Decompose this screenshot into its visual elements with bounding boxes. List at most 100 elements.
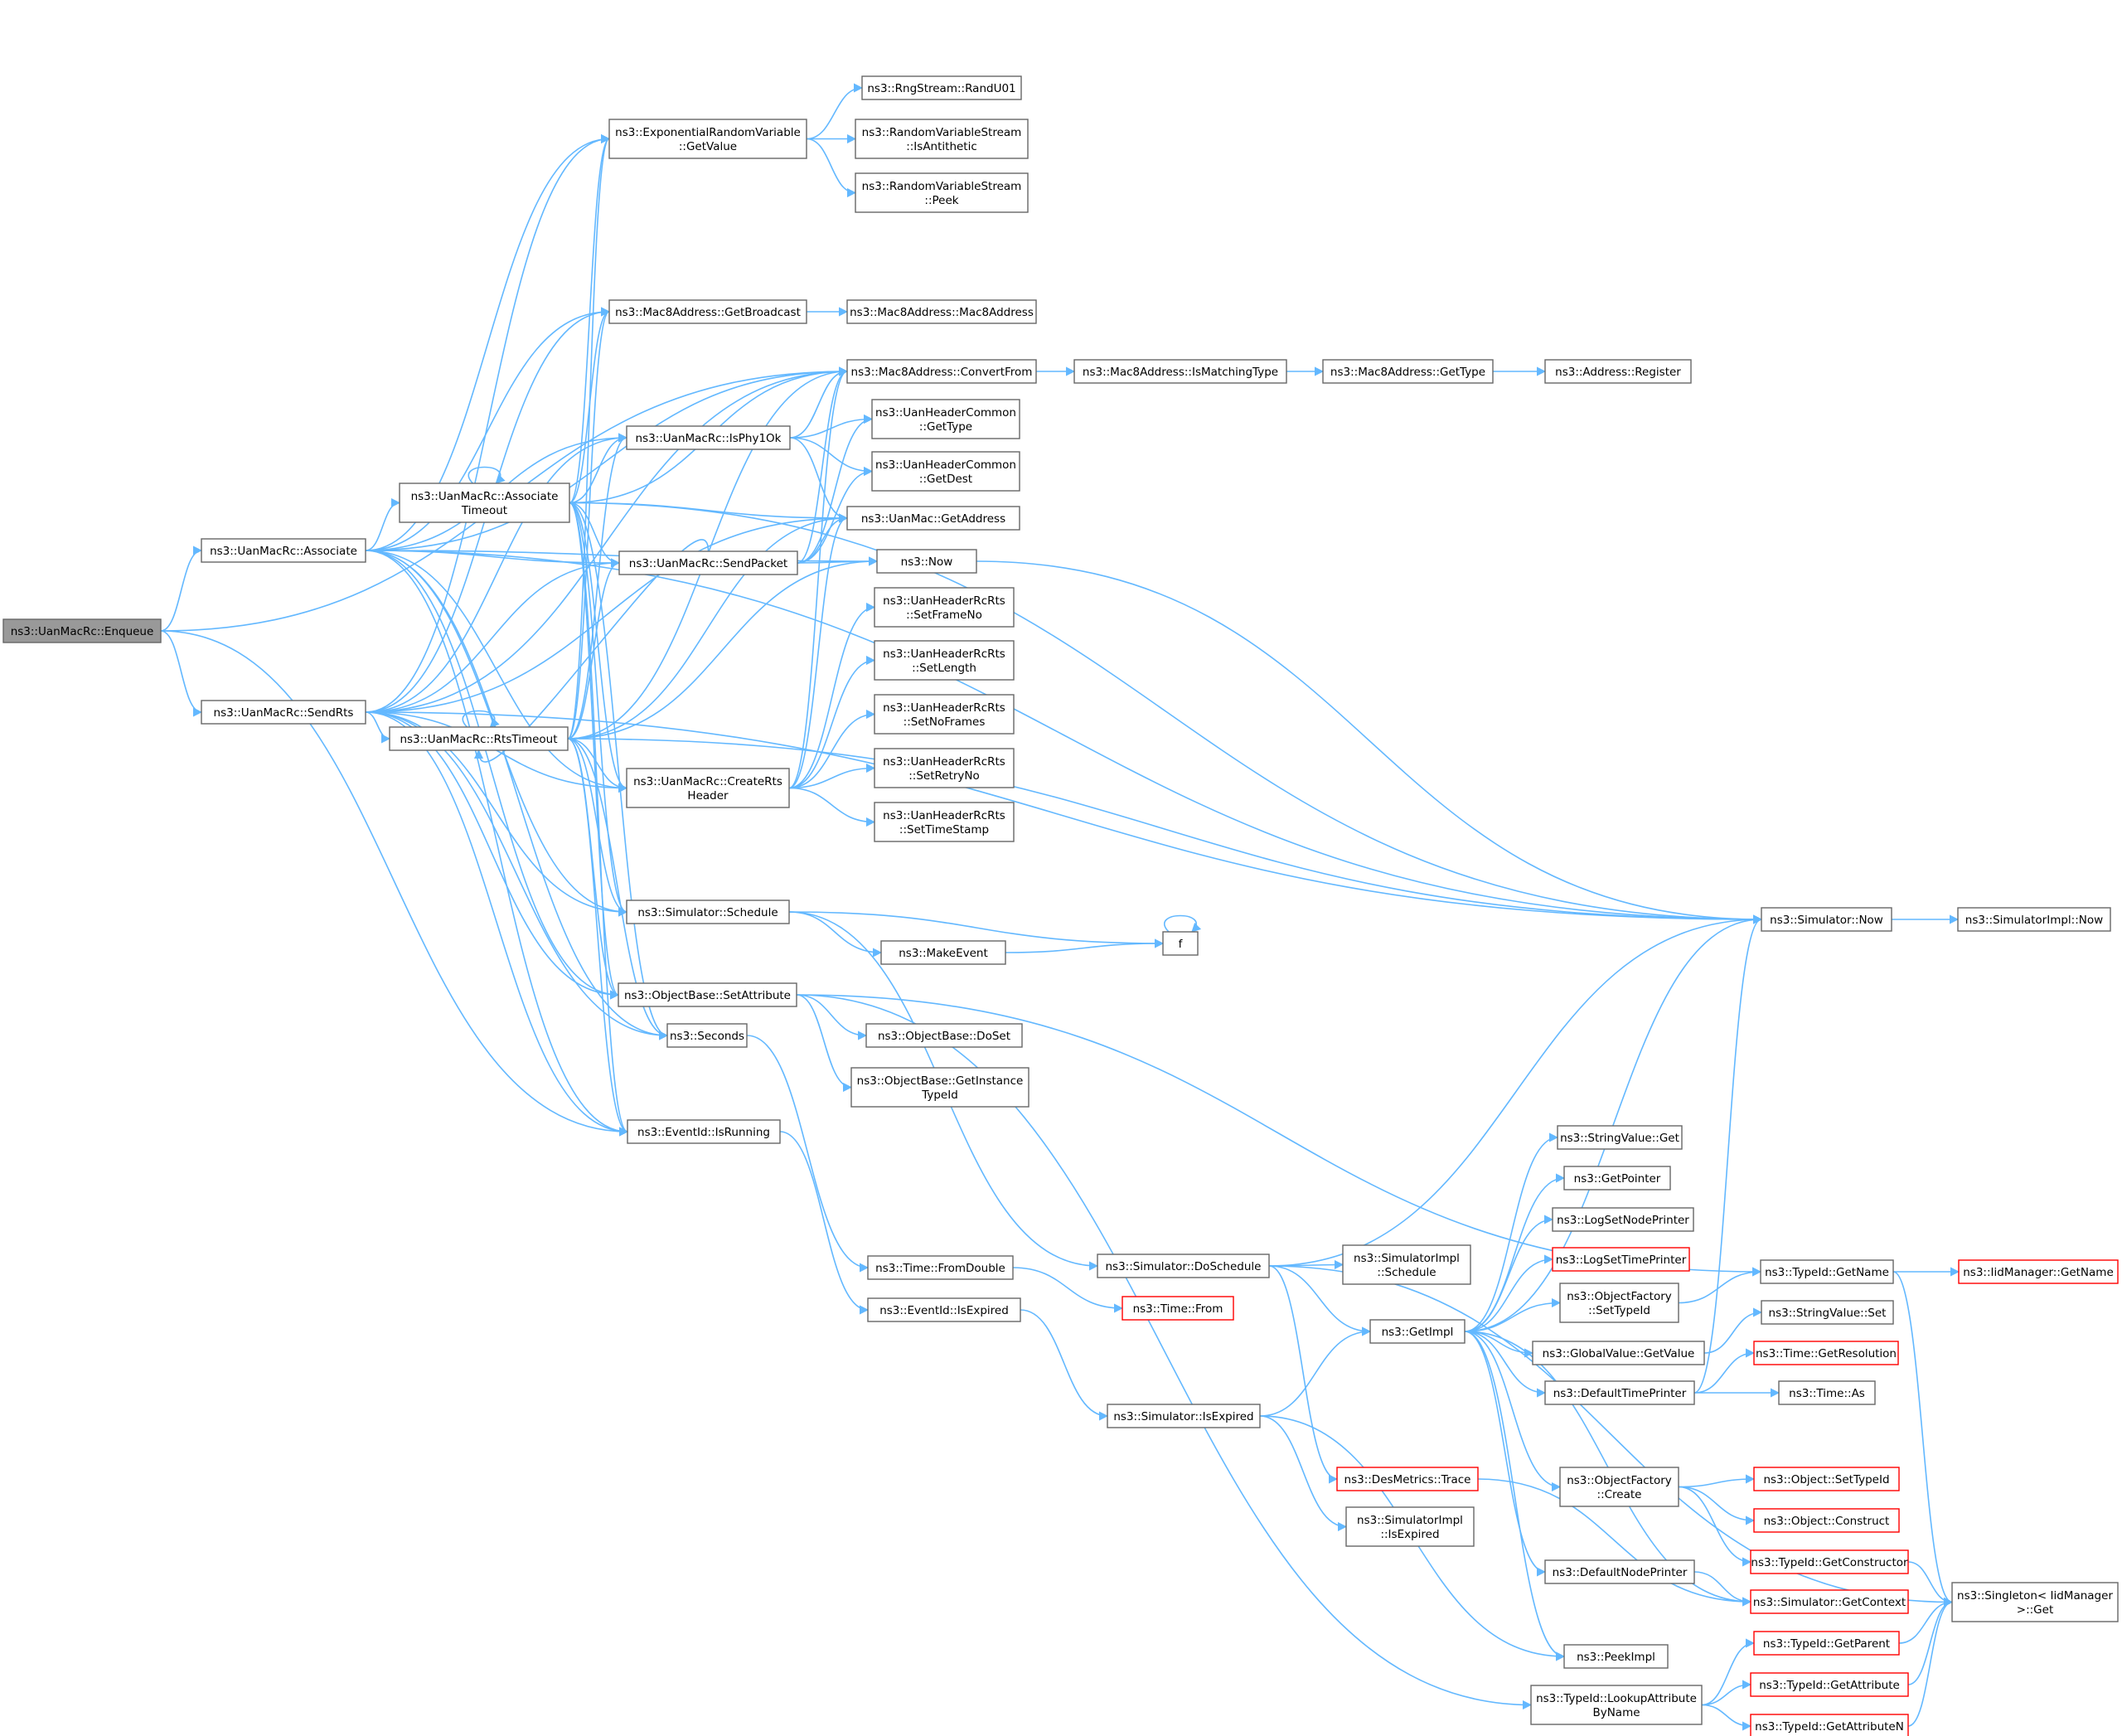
node-logsettimeprinter[interactable]: ns3::LogSetTimePrinter xyxy=(1552,1247,1690,1272)
node-rts-timeout[interactable]: ns3::UanMacRc::RtsTimeout xyxy=(389,726,569,751)
call-edge-setattribute-to-dosset xyxy=(796,994,868,1040)
node-obj-construct[interactable]: ns3::Object::Construct xyxy=(1753,1508,1900,1533)
call-edge-defaulttimeprinter-to-time-getresolution xyxy=(1693,1348,1756,1394)
node-box xyxy=(1107,1404,1261,1428)
node-sim-getcontext[interactable]: ns3::Simulator::GetContext xyxy=(1750,1589,1909,1614)
node-setframeno[interactable]: ns3::UanHeaderRcRts::SetFrameNo xyxy=(874,587,1015,628)
node-stringvalue-get[interactable]: ns3::StringValue::Get xyxy=(1557,1125,1683,1150)
node-hdr-gettype[interactable]: ns3::UanHeaderCommon::GetType xyxy=(871,399,1020,439)
call-edge-sendrts-to-sim-schedule xyxy=(365,711,628,917)
node-sendpacket[interactable]: ns3::UanMacRc::SendPacket xyxy=(618,550,798,575)
call-edge-sendrts-to-uanmac-getaddress xyxy=(365,513,849,713)
node-f[interactable]: f xyxy=(1162,931,1199,956)
node-mac8-convertfrom[interactable]: ns3::Mac8Address::ConvertFrom xyxy=(846,359,1037,384)
node-rvs-peek[interactable]: ns3::RandomVariableStream::Peek xyxy=(855,172,1029,213)
node-time-getresolution[interactable]: ns3::Time::GetResolution xyxy=(1753,1341,1899,1365)
node-getimpl[interactable]: ns3::GetImpl xyxy=(1369,1319,1466,1344)
node-associate[interactable]: ns3::UanMacRc::Associate xyxy=(201,538,366,563)
node-box xyxy=(874,748,1015,788)
node-typeid-getparent[interactable]: ns3::TypeId::GetParent xyxy=(1753,1631,1900,1656)
node-logsetnodeprinter[interactable]: ns3::LogSetNodePrinter xyxy=(1552,1207,1694,1232)
call-edge-associate-to-sim-now xyxy=(365,550,1763,924)
node-defaulttimeprinter[interactable]: ns3::DefaultTimePrinter xyxy=(1544,1380,1695,1405)
call-edge-getimpl-to-of-create xyxy=(1464,1331,1562,1492)
node-stringvalue-set[interactable]: ns3::StringValue::Set xyxy=(1761,1300,1894,1325)
node-label: ns3::RandomVariableStream xyxy=(862,126,1022,139)
node-box xyxy=(850,1067,1030,1108)
node-mac8-getbroadcast[interactable]: ns3::Mac8Address::GetBroadcast xyxy=(608,299,807,324)
node-time-from[interactable]: ns3::Time::From xyxy=(1122,1296,1234,1321)
node-obj-settypeid[interactable]: ns3::Object::SetTypeId xyxy=(1753,1467,1900,1491)
node-dosset[interactable]: ns3::ObjectBase::DoSet xyxy=(865,1023,1023,1048)
node-sim-isexpired[interactable]: ns3::Simulator::IsExpired xyxy=(1107,1404,1261,1428)
node-singleton-get[interactable]: ns3::Singleton< IidManager >::Get xyxy=(1951,1582,2119,1622)
node-desmetrics[interactable]: ns3::DesMetrics::Trace xyxy=(1336,1467,1479,1491)
node-typeid-getattribute[interactable]: ns3::TypeId::GetAttribute xyxy=(1750,1672,1909,1697)
node-box xyxy=(855,172,1029,213)
node-box xyxy=(871,399,1020,439)
node-addr-register[interactable]: ns3::Address::Register xyxy=(1544,359,1692,384)
node-ismatchingtype[interactable]: ns3::Mac8Address::IsMatchingType xyxy=(1073,359,1287,384)
node-simimpl-isexpired[interactable]: ns3::SimulatorImpl::IsExpired xyxy=(1345,1506,1475,1547)
node-box xyxy=(1750,1714,1909,1736)
call-edge-typeid-getname-to-singleton-get xyxy=(1892,1271,1954,1607)
node-exp-getvalue[interactable]: ns3::ExponentialRandomVariable::GetValue xyxy=(608,119,807,159)
node-box xyxy=(1369,1319,1466,1344)
node-label: ns3::DefaultTimePrinter xyxy=(1553,1387,1687,1400)
node-typeid-getattributen[interactable]: ns3::TypeId::GetAttributeN xyxy=(1750,1714,1909,1736)
node-ns3-now[interactable]: ns3::Now xyxy=(876,549,977,574)
node-gv-getvalue[interactable]: ns3::GlobalValue::GetValue xyxy=(1532,1341,1705,1365)
node-sim-schedule[interactable]: ns3::Simulator::Schedule xyxy=(626,900,790,924)
node-hdr-getdest[interactable]: ns3::UanHeaderCommon::GetDest xyxy=(871,451,1020,492)
node-fromdouble[interactable]: ns3::Time::FromDouble xyxy=(867,1255,1014,1280)
node-simimpl-now[interactable]: ns3::SimulatorImpl::Now xyxy=(1957,907,2111,932)
call-edge-associate-to-isrunning xyxy=(365,550,629,1137)
node-mac8-ctor[interactable]: ns3::Mac8Address::Mac8Address xyxy=(846,299,1037,324)
node-isexpired[interactable]: ns3::EventId::IsExpired xyxy=(867,1297,1021,1322)
node-uanmac-getaddress[interactable]: ns3::UanMac::GetAddress xyxy=(846,506,1020,531)
node-randu01[interactable]: ns3::RngStream::RandU01 xyxy=(861,75,1022,100)
node-seconds[interactable]: ns3::Seconds xyxy=(666,1023,748,1048)
call-edge-rts-timeout-to-ns3-now xyxy=(567,556,879,739)
node-makeevent[interactable]: ns3::MakeEvent xyxy=(880,940,1006,965)
node-typeid-getconstructor[interactable]: ns3::TypeId::GetConstructor xyxy=(1750,1549,1909,1574)
node-sendrts[interactable]: ns3::UanMacRc::SendRts xyxy=(201,700,366,725)
node-doschedule[interactable]: ns3::Simulator::DoSchedule xyxy=(1097,1254,1270,1278)
node-label: ns3::StringValue::Set xyxy=(1769,1307,1887,1320)
node-mac8-gettype[interactable]: ns3::Mac8Address::GetType xyxy=(1322,359,1494,384)
call-edge-rts-timeout-to-exp-getvalue xyxy=(567,134,611,739)
node-time-as[interactable]: ns3::Time::As xyxy=(1778,1380,1876,1405)
node-peekimpl[interactable]: ns3::PeekImpl xyxy=(1563,1644,1669,1669)
node-box xyxy=(608,119,807,159)
node-box xyxy=(626,768,790,808)
node-sim-now[interactable]: ns3::Simulator::Now xyxy=(1761,907,1892,932)
call-edge-createrts-to-setlength xyxy=(788,655,876,789)
node-isantithetic[interactable]: ns3::RandomVariableStream::IsAntithetic xyxy=(855,119,1029,159)
node-label: ns3::IidManager::GetName xyxy=(1963,1266,2114,1279)
node-label: ns3::DefaultNodePrinter xyxy=(1553,1566,1688,1579)
node-label: ns3::ObjectBase::SetAttribute xyxy=(624,989,791,1002)
node-box xyxy=(1162,931,1199,956)
node-isrunning[interactable]: ns3::EventId::IsRunning xyxy=(627,1119,781,1144)
node-setlength[interactable]: ns3::UanHeaderRcRts::SetLength xyxy=(874,640,1015,681)
node-label: ns3::EventId::IsExpired xyxy=(879,1304,1009,1317)
node-isphy1ok[interactable]: ns3::UanMacRc::IsPhy1Ok xyxy=(626,425,791,450)
call-edge-assoc-timeout-to-sim-schedule xyxy=(569,502,628,917)
node-simimpl-schedule[interactable]: ns3::SimulatorImpl::Schedule xyxy=(1342,1244,1471,1285)
node-setnoframes[interactable]: ns3::UanHeaderRcRts::SetNoFrames xyxy=(874,694,1015,735)
node-of-create[interactable]: ns3::ObjectFactory::Create xyxy=(1559,1467,1679,1507)
node-setretryno[interactable]: ns3::UanHeaderRcRts::SetRetryNo xyxy=(874,748,1015,788)
node-of-settypeid[interactable]: ns3::ObjectFactory::SetTypeId xyxy=(1559,1283,1679,1323)
node-iidmanager-getname[interactable]: ns3::IidManager::GetName xyxy=(1958,1259,2119,1284)
node-getpointer[interactable]: ns3::GetPointer xyxy=(1563,1166,1671,1190)
node-defaultnodeprinter[interactable]: ns3::DefaultNodePrinter xyxy=(1544,1559,1695,1584)
node-label: ns3::LogSetNodePrinter xyxy=(1557,1214,1689,1227)
node-setattribute[interactable]: ns3::ObjectBase::SetAttribute xyxy=(618,982,797,1007)
node-settimestamp[interactable]: ns3::UanHeaderRcRts::SetTimeStamp xyxy=(874,802,1015,842)
node-enqueue[interactable]: ns3::UanMacRc::Enqueue xyxy=(2,618,162,643)
node-typeid-getname[interactable]: ns3::TypeId::GetName xyxy=(1760,1259,1894,1284)
